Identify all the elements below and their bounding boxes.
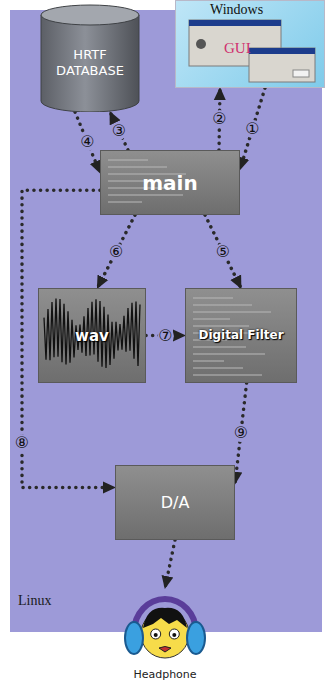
dotted-arrow <box>146 334 185 338</box>
dotted-arrow <box>165 540 175 588</box>
dotted-arrow <box>235 383 247 484</box>
linux-region-label-holder: Linux HRTF DATABASE main wav Digital FilterD… <box>10 10 322 632</box>
code-line <box>108 201 142 203</box>
mouth <box>159 647 171 653</box>
callout-number: ③ <box>111 122 127 140</box>
dotted-arrow <box>205 215 241 288</box>
code-line <box>193 374 262 376</box>
code-line <box>193 367 243 369</box>
title-bar <box>189 20 281 26</box>
code-line <box>193 297 233 299</box>
code-line <box>193 360 224 362</box>
title-bar <box>249 48 315 54</box>
eye <box>151 629 161 639</box>
windows-box: WindowsGUI <box>175 0 325 88</box>
digital-filter-box: Digital Filter <box>185 288 297 383</box>
converter-label: D/A <box>161 493 190 512</box>
pupil <box>172 633 176 637</box>
region-label: Linux <box>18 593 51 610</box>
code-line <box>193 318 230 320</box>
callout-number: ⑦ <box>157 327 173 345</box>
dotted-arrow <box>97 215 135 288</box>
pupil <box>154 633 158 637</box>
code-line <box>193 304 252 306</box>
cylinder-top <box>41 5 139 25</box>
callout-number: ⑨ <box>233 424 249 442</box>
code-line <box>193 325 249 327</box>
code-line <box>108 180 145 182</box>
screenshot-window <box>249 48 315 82</box>
waveform <box>44 298 140 367</box>
headband <box>134 599 196 632</box>
dotted-arrow <box>75 112 100 173</box>
database-label: HRTF DATABASE <box>48 47 132 78</box>
headphone-figure-picture <box>105 588 225 668</box>
headphone-figure: Headphone <box>105 588 225 682</box>
code-line <box>193 346 246 348</box>
hair <box>143 608 187 628</box>
code-line <box>193 353 265 355</box>
callout-number: ⑧ <box>14 434 30 452</box>
callout-number: ⑥ <box>108 243 124 261</box>
wav-file-box: wav <box>38 288 146 383</box>
callout-number: ⑤ <box>215 243 231 261</box>
program-label: main <box>142 171 197 195</box>
code-line <box>108 159 148 161</box>
dotted-arrow <box>219 88 220 150</box>
gui-label: GUI <box>224 39 251 57</box>
code-line <box>108 166 167 168</box>
da-converter-box: D/A <box>115 465 235 540</box>
eye <box>169 629 179 639</box>
cylinder-body <box>41 15 139 112</box>
main-program-box: main <box>100 150 240 215</box>
file-label: wav <box>75 327 109 345</box>
callout-number: ② <box>211 110 227 128</box>
dotted-arrow <box>240 88 265 170</box>
code-line <box>193 311 271 313</box>
filter-label: Digital Filter <box>198 328 283 342</box>
callout-number: ① <box>244 120 260 138</box>
dotted-arrow <box>110 112 128 150</box>
ear-cup <box>125 622 143 654</box>
database-cylinder: HRTF DATABASE <box>40 4 140 112</box>
figure-label: Headphone <box>133 668 196 681</box>
linux-region <box>10 10 322 632</box>
ear-cup <box>187 622 205 654</box>
os-label: Windows <box>210 2 263 19</box>
callout-number: ④ <box>79 133 95 151</box>
screenshot-knob <box>196 39 206 49</box>
screenshot-button <box>293 70 309 77</box>
